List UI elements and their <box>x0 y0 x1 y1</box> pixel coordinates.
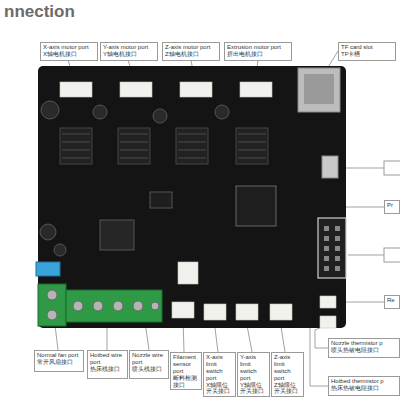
ic-chip <box>150 192 172 208</box>
terminal-screws <box>73 301 159 311</box>
pcb <box>38 66 346 328</box>
callout-box: Y-axis motor portY轴电机接口 <box>100 42 158 61</box>
callout-text: X轴限位开关接口 <box>206 382 233 396</box>
callout-text: 热床线接口 <box>90 366 125 373</box>
tf-slot <box>298 68 340 112</box>
lcd-header <box>318 218 346 278</box>
fuse <box>36 262 60 276</box>
callout-box: Re <box>384 295 400 309</box>
callout-box: Extrusion motor port挤出电机接口 <box>224 42 292 61</box>
callout-text: Pr <box>387 202 397 209</box>
callout-text: 喷头线接口 <box>132 366 166 373</box>
callout-box: X-axis motor portX轴电机接口 <box>40 42 98 61</box>
callout-text: Re <box>387 297 397 304</box>
callout-box: Hotbed wire port热床线接口 <box>87 350 128 379</box>
callout-text: X-axis motor port <box>43 44 95 51</box>
callout-text: Z-axis limit switch port <box>274 354 301 382</box>
callout-text: Y轴电机接口 <box>103 51 155 58</box>
callout-text: Nozzle thermistor p <box>331 340 397 347</box>
mosfet <box>100 220 134 250</box>
callout-box: X-axis limit switch portX轴限位开关接口 <box>203 352 236 397</box>
callout-box: Normal fan port常开风扇接口 <box>34 350 84 372</box>
callout-box: Nozzle thermistor p喷头热敏电阻接口 <box>328 338 400 358</box>
callout-text: Hotbed wire port <box>90 352 125 366</box>
callout-box: Z-axis motor portZ轴电机接口 <box>162 42 220 61</box>
callout-text: 断料检测接口 <box>173 375 199 389</box>
mcu-chip <box>236 186 276 226</box>
capacitors <box>40 101 229 256</box>
callout-text: Z-axis motor port <box>165 44 217 51</box>
driver-heatsinks <box>60 128 268 164</box>
callout-text: Y轴限位开关接口 <box>240 382 267 396</box>
callout-text: Y-axis limit switch port <box>240 354 267 382</box>
callout-text: TF card slot <box>341 44 393 51</box>
power-terminal <box>38 284 66 326</box>
callout-text: Z轴电机接口 <box>165 51 217 58</box>
callout-text: 热床热敏电阻接口 <box>331 385 397 392</box>
callout-box: Pr <box>384 200 400 214</box>
callout-text: Y-axis motor port <box>103 44 155 51</box>
callout-text: 挤出电机接口 <box>227 51 289 58</box>
callout-text: Normal fan port <box>37 352 81 359</box>
callout-text: X轴电机接口 <box>43 51 95 58</box>
callout-text: Extrusion motor port <box>227 44 289 51</box>
callout-text: Hotbed thermistor p <box>331 378 397 385</box>
callout-text: Nozzle wire port <box>132 352 166 366</box>
terminal-block <box>66 290 162 322</box>
callout-text: X-axis limit switch port <box>206 354 233 382</box>
callout-text: 常开风扇接口 <box>37 359 81 366</box>
diagram-title: nnection <box>4 2 75 22</box>
callout-text: Filament sensor port <box>173 354 199 375</box>
callout-text: 喷头热敏电阻接口 <box>331 347 397 354</box>
header-pins <box>324 226 340 271</box>
bottom-connectors <box>172 262 336 328</box>
callout-box: Filament sensor port断料检测接口 <box>170 352 202 390</box>
callout-box: Hotbed thermistor p热床热敏电阻接口 <box>328 376 400 396</box>
callout-text: Z轴限位开关接口 <box>274 382 301 396</box>
callout-text: TF卡槽 <box>341 51 393 58</box>
callout-box: Nozzle wire port喷头线接口 <box>129 350 169 379</box>
tf-slot-inner <box>304 74 334 104</box>
callout-box: Z-axis limit switch portZ轴限位开关接口 <box>271 352 304 397</box>
usb-port <box>322 156 338 178</box>
cropped-callouts <box>384 161 400 262</box>
callout-box: TF card slotTF卡槽 <box>338 42 396 61</box>
motor-connectors <box>60 82 272 97</box>
callout-box: Y-axis limit switch portY轴限位开关接口 <box>237 352 270 397</box>
